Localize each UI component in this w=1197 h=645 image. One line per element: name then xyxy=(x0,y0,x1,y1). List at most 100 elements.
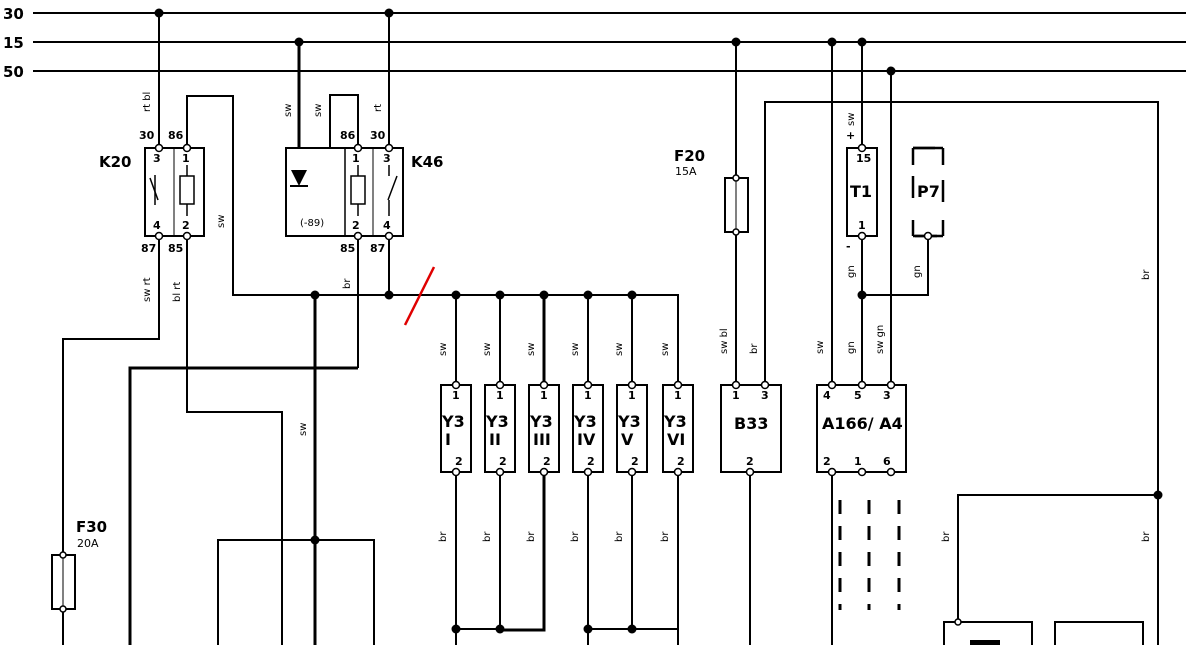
injector-y3-6: 1 Y3 VI 2 xyxy=(662,380,694,477)
pin-number-label: V xyxy=(621,430,634,449)
pin-number-label: 2 xyxy=(746,455,754,468)
relay-k46: (-89) K46 86 30 85 87 1 3 2 4 xyxy=(285,129,444,255)
pin-number-label: Y3 xyxy=(441,412,465,431)
pin-number-label: 2 xyxy=(631,455,639,468)
k46-label: K46 xyxy=(411,153,444,171)
component-p7: P7 xyxy=(911,146,945,241)
wire-color-label: sw xyxy=(846,113,857,126)
wires xyxy=(62,13,1159,645)
pin-number-label: 1 xyxy=(584,389,592,402)
pin-number-label: 3 xyxy=(153,152,161,165)
pin-number-label: 3 xyxy=(761,389,769,402)
pin-number-label: 3 xyxy=(383,152,391,165)
k20-pin-85: 85 xyxy=(168,242,183,255)
wire-color-label: sw xyxy=(283,104,294,117)
fuse-f20: F20 15A xyxy=(674,147,749,236)
pin-number-label: - xyxy=(846,240,851,253)
pin-number-label: 2 xyxy=(352,219,360,232)
pin-number-label: I xyxy=(445,430,451,449)
wire-color-label: sw xyxy=(482,343,493,356)
wire-color-label: sw xyxy=(614,343,625,356)
k20-pin-86: 86 xyxy=(168,129,184,142)
wire-color-label: br xyxy=(438,531,449,542)
pin-number-label: 15 xyxy=(856,152,871,165)
pin-number-label: 2 xyxy=(823,455,831,468)
wire-color-label: sw xyxy=(815,341,826,354)
wire-color-label: gn xyxy=(912,265,923,278)
pin-number-label: II xyxy=(489,430,501,449)
wire-color-label: sw xyxy=(660,343,671,356)
pin-number-label: 4 xyxy=(383,219,391,232)
pin-number-label: 1 xyxy=(352,152,360,165)
rail-15-label: 15 xyxy=(3,34,24,52)
wire-color-label: br xyxy=(526,531,537,542)
pin-number-label: 2 xyxy=(587,455,595,468)
wire-k20-87-f30 xyxy=(62,236,160,645)
wire-color-label: sw xyxy=(216,215,227,228)
injector-y3-4: 1 Y3 IV 2 xyxy=(572,380,604,477)
component-a166-a4: 4 5 3 A166/ A4 2 1 6 xyxy=(816,380,907,477)
partial-components xyxy=(943,618,1144,645)
k46-pin-85: 85 xyxy=(340,242,355,255)
component-b33: 1 3 B33 2 xyxy=(720,380,782,477)
pin-number-label: 2 xyxy=(455,455,463,468)
wire-color-label: sw xyxy=(438,343,449,356)
pin-number-label: 1 xyxy=(496,389,504,402)
pin-number-label: 1 xyxy=(732,389,740,402)
rail-30-label: 30 xyxy=(3,5,24,23)
component-t1: 15 T1 1 + - xyxy=(846,129,878,253)
f30-rating: 20A xyxy=(77,537,99,550)
wire-color-label: br xyxy=(1141,531,1152,542)
injector-y3-3: 1 Y3 III 2 xyxy=(528,380,560,477)
injector-y3-1: 1 Y3 I 2 xyxy=(440,380,472,477)
k20-pin-87: 87 xyxy=(141,242,156,255)
break-mark xyxy=(403,266,436,326)
pin-number-label: 1 xyxy=(674,389,682,402)
k20-pin-30: 30 xyxy=(139,129,155,142)
pin-number-label: Y3 xyxy=(617,412,641,431)
pin-number-label: 2 xyxy=(499,455,507,468)
wire-color-label: br xyxy=(660,531,671,542)
wire-color-label: br xyxy=(1141,269,1152,280)
f20-label: F20 xyxy=(674,147,705,165)
pin-number-label: III xyxy=(533,430,551,449)
wire-color-label: sw xyxy=(570,343,581,356)
k20-label: K20 xyxy=(99,153,132,171)
wire-lower-loop xyxy=(217,539,375,645)
power-rails: 30 15 50 xyxy=(3,5,1186,81)
junction-dots xyxy=(154,8,1163,634)
wire-color-label: gn xyxy=(846,341,857,354)
b33-label: B33 xyxy=(734,414,768,433)
pin-number-label: 1 xyxy=(858,219,866,232)
pin-number-label: 2 xyxy=(677,455,685,468)
pin-number-label: 4 xyxy=(153,219,161,232)
relay-k20: K20 30 86 87 85 3 1 4 2 xyxy=(99,129,205,255)
pin-number-label: 1 xyxy=(182,152,190,165)
wire-color-label: sw rt xyxy=(142,277,153,302)
wire-color-label: rt xyxy=(373,104,384,112)
wire-color-label: sw gn xyxy=(875,325,886,354)
pin-number-label: 2 xyxy=(182,219,190,232)
p7-label: P7 xyxy=(917,182,940,201)
pin-number-label: Y3 xyxy=(529,412,553,431)
wire-color-label: br xyxy=(941,531,952,542)
k46-pin-87: 87 xyxy=(370,242,385,255)
wire-color-label: br xyxy=(342,278,353,289)
wire-color-label: br xyxy=(749,343,760,354)
pin-number-label: 1 xyxy=(628,389,636,402)
k46-pin-30: 30 xyxy=(370,129,386,142)
pin-number-label: 2 xyxy=(543,455,551,468)
pin-number-label: 3 xyxy=(883,389,891,402)
wire-color-label: sw xyxy=(526,343,537,356)
wire-k20-85 xyxy=(186,236,283,645)
a166-dashed-lines xyxy=(838,500,901,610)
pin-number-label: 1 xyxy=(452,389,460,402)
wire-color-labels: rt bl sw sw rt sw sw rt bl rt br sw sw s… xyxy=(142,92,1152,542)
f30-label: F30 xyxy=(76,518,107,536)
pin-number-label: 1 xyxy=(854,455,862,468)
wire-color-label: sw xyxy=(298,423,309,436)
t1-label: T1 xyxy=(850,182,872,201)
pin-number-label: 4 xyxy=(823,389,831,402)
pin-number-label: Y3 xyxy=(663,412,687,431)
